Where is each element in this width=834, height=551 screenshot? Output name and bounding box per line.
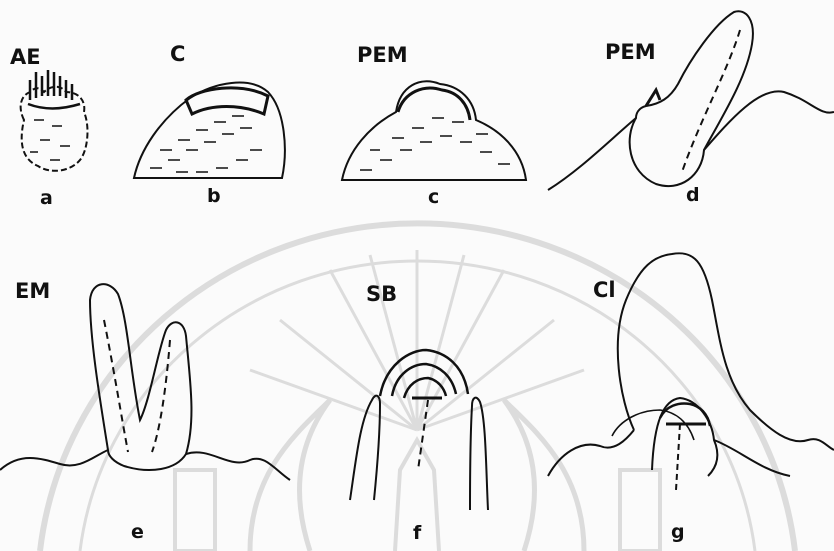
panel-letter-a: a <box>40 187 53 209</box>
panel-b-drawing <box>134 83 285 178</box>
panel-c-drawing <box>342 81 526 180</box>
watermark-emblem <box>40 223 795 551</box>
stage-label-c: PEM <box>357 43 408 67</box>
panel-letter-c: c <box>428 186 439 208</box>
stage-label-a: AE <box>10 45 41 69</box>
panel-g-drawing <box>548 253 834 490</box>
stage-label-g: Cl <box>593 278 616 302</box>
stage-label-e: EM <box>15 279 50 303</box>
panel-letter-e: e <box>131 521 144 543</box>
panel-letter-g: g <box>671 521 685 543</box>
panel-letter-b: b <box>207 185 221 207</box>
panel-letter-f: f <box>413 522 421 544</box>
panel-a-drawing <box>21 70 88 171</box>
panel-d-drawing <box>548 11 834 190</box>
stage-label-b: C <box>170 42 185 66</box>
panel-e-drawing <box>0 284 290 480</box>
panel-letter-d: d <box>686 184 700 206</box>
stage-label-d: PEM <box>605 40 656 64</box>
stage-label-f: SB <box>366 282 397 306</box>
